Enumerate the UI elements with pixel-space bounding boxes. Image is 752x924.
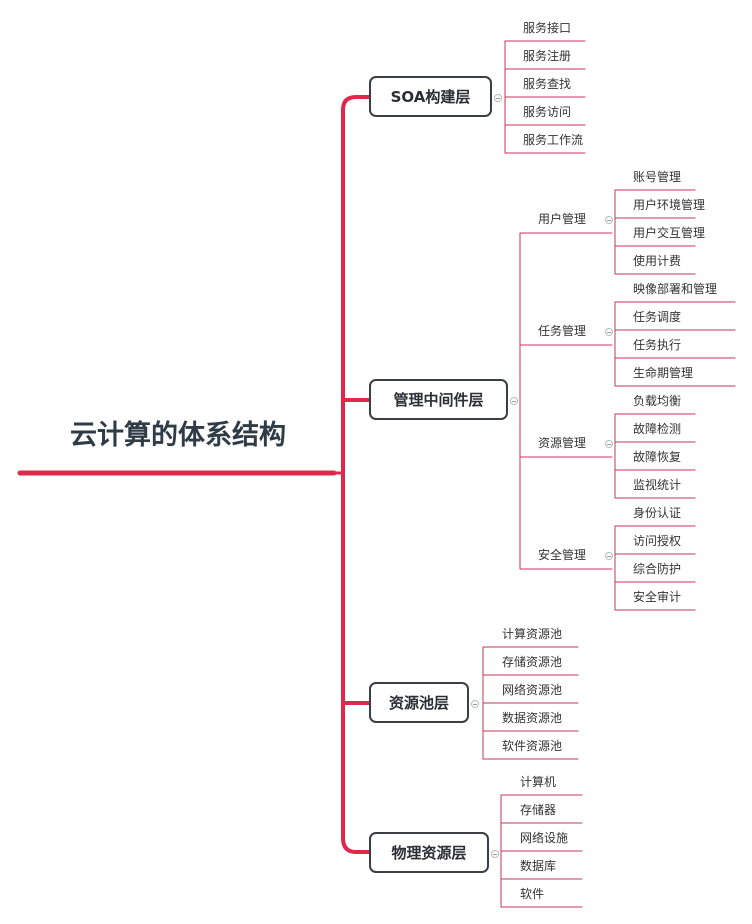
layer-middleware[interactable]: 管理中间件层 <box>369 379 508 420</box>
physical-item-1[interactable]: 存储器 <box>520 803 557 817</box>
task-mgmt-item-1[interactable]: 任务调度 <box>633 310 682 324</box>
user-mgmt-item-1[interactable]: 用户环境管理 <box>633 198 706 212</box>
soa-item-4[interactable]: 服务工作流 <box>523 133 584 147</box>
pool-item-3[interactable]: 数据资源池 <box>502 711 563 725</box>
layer-physical[interactable]: 物理资源层 <box>369 832 489 873</box>
task-mgmt-item-2[interactable]: 任务执行 <box>633 338 682 352</box>
soa-item-1[interactable]: 服务注册 <box>523 49 572 63</box>
security-mgmt-item-1[interactable]: 访问授权 <box>633 534 682 548</box>
collapse-toggle-middleware[interactable] <box>510 397 518 405</box>
resource-pool-bracket <box>482 646 579 760</box>
collapse-toggle-physical[interactable] <box>491 850 499 858</box>
physical-item-0[interactable]: 计算机 <box>520 775 557 789</box>
resource-mgmt-bracket <box>614 413 696 499</box>
group-resource-mgmt[interactable]: 资源管理 <box>538 436 587 450</box>
security-mgmt-bracket <box>614 525 696 611</box>
trunk <box>341 95 371 854</box>
user-mgmt-bracket <box>614 189 696 275</box>
pool-item-1[interactable]: 存储资源池 <box>502 655 563 669</box>
resource-mgmt-item-3[interactable]: 监视统计 <box>633 478 682 492</box>
task-mgmt-item-3[interactable]: 生命期管理 <box>633 366 694 380</box>
resource-mgmt-item-1[interactable]: 故障检测 <box>633 422 682 436</box>
security-mgmt-item-0[interactable]: 身份认证 <box>633 506 682 520</box>
group-security-mgmt[interactable]: 安全管理 <box>538 548 587 562</box>
collapse-toggle-resource-pool[interactable] <box>471 700 479 708</box>
collapse-toggle-user-mgmt[interactable] <box>605 216 613 224</box>
resource-mgmt-item-0[interactable]: 负载均衡 <box>633 394 682 408</box>
soa-item-2[interactable]: 服务查找 <box>523 77 572 91</box>
collapse-toggle-task-mgmt[interactable] <box>605 328 613 336</box>
resource-mgmt-item-2[interactable]: 故障恢复 <box>633 450 682 464</box>
user-mgmt-item-0[interactable]: 账号管理 <box>633 170 682 184</box>
task-mgmt-item-0[interactable]: 映像部署和管理 <box>633 282 718 296</box>
layer-soa[interactable]: SOA构建层 <box>369 76 492 117</box>
middleware-bracket <box>519 232 613 570</box>
task-mgmt-bracket <box>614 301 736 387</box>
security-mgmt-item-3[interactable]: 安全审计 <box>633 590 682 604</box>
pool-item-2[interactable]: 网络资源池 <box>502 683 563 697</box>
pool-item-0[interactable]: 计算资源池 <box>502 627 563 641</box>
collapse-toggle-soa[interactable] <box>494 94 502 102</box>
group-user-mgmt[interactable]: 用户管理 <box>538 212 587 226</box>
security-mgmt-item-2[interactable]: 综合防护 <box>633 562 682 576</box>
soa-bracket <box>504 40 586 154</box>
collapse-toggle-resource-mgmt[interactable] <box>605 440 613 448</box>
physical-item-3[interactable]: 数据库 <box>520 859 557 873</box>
collapse-toggle-security-mgmt[interactable] <box>605 552 613 560</box>
physical-item-2[interactable]: 网络设施 <box>520 831 569 845</box>
user-mgmt-item-2[interactable]: 用户交互管理 <box>633 226 706 240</box>
soa-item-3[interactable]: 服务访问 <box>523 105 572 119</box>
user-mgmt-item-3[interactable]: 使用计费 <box>633 254 682 268</box>
physical-bracket <box>500 794 583 908</box>
root-topic[interactable]: 云计算的体系结构 <box>70 420 286 451</box>
pool-item-4[interactable]: 软件资源池 <box>502 739 563 753</box>
layer-resource-pool[interactable]: 资源池层 <box>369 682 469 723</box>
physical-item-4[interactable]: 软件 <box>520 887 545 901</box>
group-task-mgmt[interactable]: 任务管理 <box>538 324 587 338</box>
soa-item-0[interactable]: 服务接口 <box>523 21 572 35</box>
